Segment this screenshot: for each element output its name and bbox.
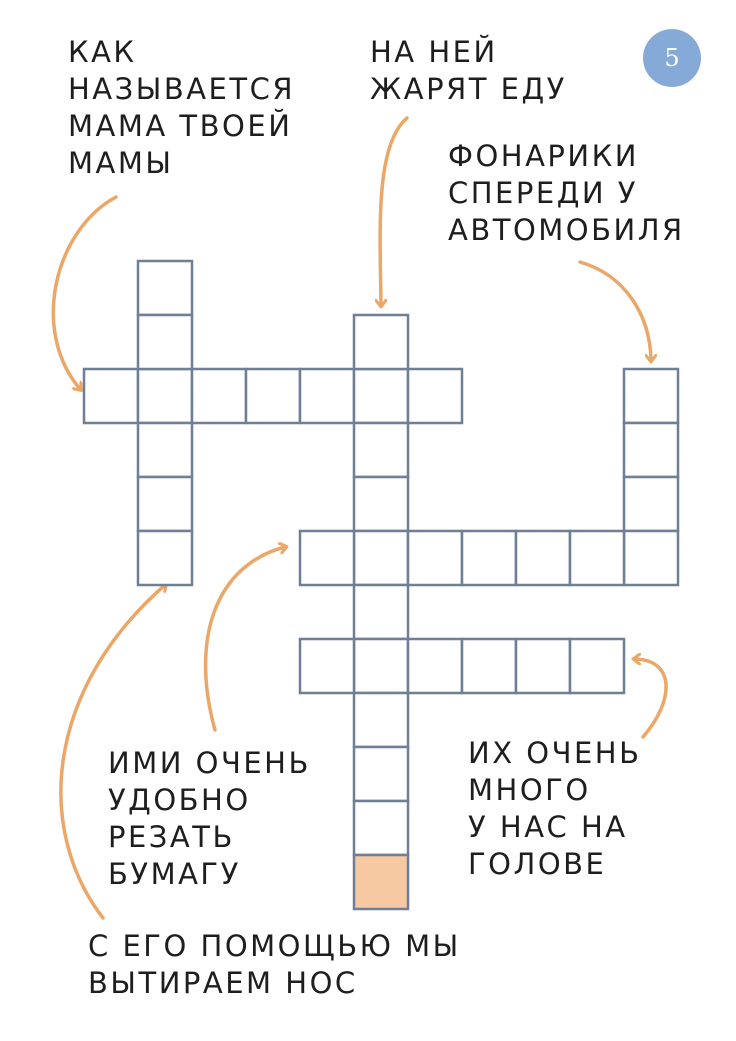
clue-grandmother: КАК НАЗЫВАЕТСЯ МАМА ТВОЕЙ МАМЫ (68, 35, 295, 180)
crossword-cell[interactable] (190, 367, 248, 425)
arrow-frying-pan (380, 116, 409, 305)
crossword-cell[interactable] (244, 367, 302, 425)
arrow-headlights (578, 260, 651, 360)
page-number-badge: 5 (643, 29, 701, 87)
crossword-cell[interactable] (568, 637, 626, 695)
crossword-cell[interactable] (352, 799, 410, 857)
clue-headlights: ФОНАРИКИ СПЕРЕДИ У АВТОМОБИЛЯ (448, 139, 685, 247)
crossword-cell[interactable] (352, 583, 410, 641)
clue-hair: ИХ ОЧЕНЬ МНОГО У НАС НА ГОЛОВЕ (468, 736, 642, 881)
crossword-cell[interactable] (622, 529, 680, 587)
crossword-cell[interactable] (406, 637, 464, 695)
crossword-cell[interactable] (352, 421, 410, 479)
crossword-cell[interactable] (298, 529, 356, 587)
crossword-cell[interactable] (136, 313, 194, 371)
crossword-cell[interactable] (352, 691, 410, 749)
clue-frying-pan: НА НЕЙ ЖАРЯТ ЕДУ (370, 35, 567, 106)
crossword-cell[interactable] (622, 475, 680, 533)
crossword-cell[interactable] (622, 421, 680, 479)
crossword-cell[interactable] (298, 637, 356, 695)
clue-handkerchief: С ЕГО ПОМОЩЬЮ МЫ ВЫТИРАЕМ НОС (88, 929, 461, 1000)
crossword-cell-highlighted[interactable] (352, 853, 410, 911)
crossword-cell[interactable] (622, 367, 680, 425)
arrow-grandmother (51, 195, 118, 389)
crossword-cell[interactable] (136, 529, 194, 587)
crossword-cell[interactable] (352, 529, 410, 587)
crossword-cell[interactable] (460, 637, 518, 695)
crossword-cell[interactable] (460, 529, 518, 587)
crossword-cell[interactable] (352, 637, 410, 695)
crossword-cell[interactable] (136, 259, 194, 317)
crossword-cell[interactable] (406, 367, 464, 425)
crossword-cell[interactable] (352, 475, 410, 533)
crossword-cell[interactable] (298, 367, 356, 425)
crossword-cell[interactable] (406, 529, 464, 587)
clue-scissors: ИМИ ОЧЕНЬ УДОБНО РЕЗАТЬ БУМАГУ (108, 746, 311, 891)
crossword-cell[interactable] (514, 529, 572, 587)
crossword-cell[interactable] (136, 421, 194, 479)
crossword-cell[interactable] (136, 367, 194, 425)
arrow-hair (635, 659, 668, 739)
crossword-cell[interactable] (514, 637, 572, 695)
crossword-cell[interactable] (82, 367, 140, 425)
crossword-cell[interactable] (352, 745, 410, 803)
crossword-cell[interactable] (568, 529, 626, 587)
crossword-cell[interactable] (352, 367, 410, 425)
crossword-cell[interactable] (352, 313, 410, 371)
crossword-cell[interactable] (136, 475, 194, 533)
arrow-scissors (203, 547, 285, 732)
